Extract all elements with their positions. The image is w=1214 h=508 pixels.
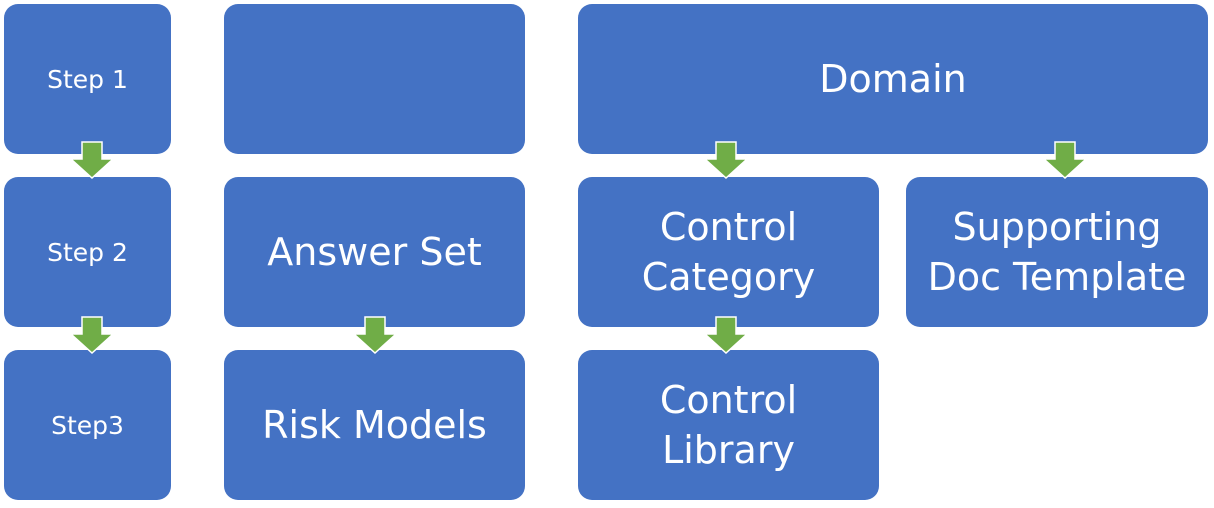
answer-set-label: Answer Set: [267, 230, 482, 274]
empty-top-box: [224, 4, 525, 154]
down-arrow-icon: [704, 316, 748, 354]
step-2-label: Step 2: [47, 237, 128, 267]
step-1-box: Step 1: [4, 4, 171, 154]
control-category-line-2: Category: [641, 255, 816, 299]
supporting-doc-template-box: Supporting Doc Template: [906, 177, 1208, 327]
step-3-label: Step3: [51, 410, 124, 440]
step-3-box: Step3: [4, 350, 171, 500]
answer-set-box: Answer Set: [224, 177, 525, 327]
down-arrow-icon: [70, 141, 114, 179]
control-category-line-1: Control: [659, 205, 798, 249]
domain-box: Domain: [578, 4, 1208, 154]
risk-models-label: Risk Models: [262, 403, 487, 447]
down-arrow-icon: [353, 316, 397, 354]
down-arrow-icon: [704, 141, 748, 179]
risk-models-box: Risk Models: [224, 350, 525, 500]
down-arrow-icon: [70, 316, 114, 354]
step-2-box: Step 2: [4, 177, 171, 327]
down-arrow-icon: [1043, 141, 1087, 179]
control-library-box: Control Library: [578, 350, 879, 500]
supporting-doc-line-1: Supporting: [952, 205, 1162, 249]
control-library-line-1: Control: [659, 378, 798, 422]
supporting-doc-line-2: Doc Template: [927, 255, 1187, 299]
control-category-box: Control Category: [578, 177, 879, 327]
domain-label: Domain: [819, 57, 967, 101]
step-1-label: Step 1: [47, 64, 128, 94]
control-library-line-2: Library: [662, 428, 795, 472]
